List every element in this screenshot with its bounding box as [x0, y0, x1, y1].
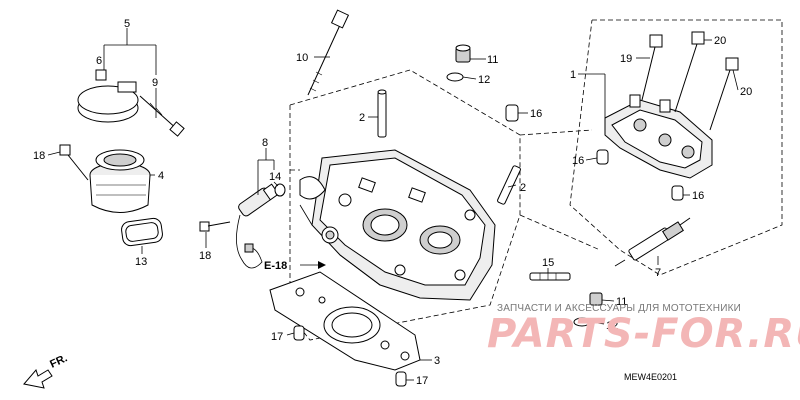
- callout-6: 6: [96, 55, 102, 67]
- cylinder-head-gasket: [269, 271, 421, 371]
- cylinder-head: [299, 149, 496, 301]
- callout-13: 13: [135, 256, 147, 268]
- collar-upper: [505, 104, 519, 122]
- gasket-dowel-upper: [293, 325, 305, 341]
- callout-9: 9: [152, 77, 158, 89]
- callout-10: 10: [296, 52, 308, 64]
- leader-dash-2: [519, 214, 601, 251]
- clamp-screw: [139, 95, 185, 137]
- callout-19: 19: [620, 53, 632, 65]
- callout-16-upper: 16: [530, 108, 542, 120]
- callout-16-left: 16: [572, 155, 584, 167]
- rocker-bolt-short: [641, 34, 663, 101]
- callout-4: 4: [158, 170, 164, 182]
- callout-12-lower: 12: [606, 320, 618, 332]
- reference-arrow: [300, 261, 326, 269]
- clamp-band: [77, 81, 139, 123]
- callout-11-lower: 11: [616, 296, 627, 308]
- callout-12-upper: 12: [478, 74, 490, 86]
- holder-collar-b: [671, 185, 684, 201]
- holder-collar-a: [596, 149, 609, 165]
- rocker-bolt-long-b: [709, 57, 739, 131]
- sensor-bolt: [199, 221, 231, 232]
- watermark-logo: PARTS-FOR.RU: [487, 311, 800, 357]
- stud-bolt: [529, 272, 571, 281]
- insulator-bolt: [59, 144, 89, 181]
- watermark-tagline: ЗАПЧАСТИ И АКСЕССУАРЫ ДЛЯ МОТОТЕХНИКИ: [497, 303, 742, 314]
- rocker-bolt-long-a: [674, 31, 705, 113]
- rocker-assembly-boundary: [569, 19, 783, 276]
- callout-20-upper: 20: [714, 35, 726, 47]
- callout-15: 15: [542, 257, 554, 269]
- callout-20-lower: 20: [740, 86, 752, 98]
- sensor-gasket: [274, 183, 286, 197]
- spark-plug: [614, 217, 691, 267]
- callout-5: 5: [124, 18, 130, 30]
- callout-17-upper: 17: [271, 331, 283, 343]
- o-ring: [121, 217, 163, 247]
- clamp-nut: [95, 69, 107, 81]
- callout-1: 1: [570, 69, 576, 81]
- front-label: FR.: [48, 352, 69, 370]
- leader-lines: [47, 28, 739, 381]
- callout-18-upper: 18: [33, 150, 45, 162]
- cylinder-head-boundary: [289, 69, 521, 341]
- callout-3: 3: [434, 355, 440, 367]
- dowel-pin-upper: [377, 89, 387, 138]
- callout-2-upper: 2: [359, 112, 365, 124]
- callout-7: 7: [655, 267, 661, 279]
- intake-insulator: [89, 149, 151, 213]
- temperature-sensor: [236, 183, 280, 269]
- callout-14: 14: [269, 171, 281, 183]
- diagram-code: MEW4E0201: [624, 372, 678, 382]
- reference-label: E-18: [264, 260, 287, 272]
- callout-2-lower: 2: [520, 182, 526, 194]
- cap-nut-upper: [455, 44, 471, 63]
- rocker-arm-holder: [604, 94, 713, 179]
- gasket-dowel-lower: [395, 371, 407, 387]
- callout-8: 8: [262, 137, 268, 149]
- dowel-pin-lower: [497, 165, 521, 205]
- callout-16-right: 16: [692, 190, 704, 202]
- leader-dash-1: [519, 129, 593, 136]
- cylinder-head-long-bolt: [307, 9, 350, 96]
- callout-17-lower: 17: [416, 375, 428, 387]
- cap-nut-lower: [589, 292, 603, 306]
- callout-11-upper: 11: [487, 54, 498, 66]
- callout-18-lower: 18: [199, 250, 211, 262]
- front-arrow: [23, 369, 53, 389]
- sealing-washer-upper: [446, 72, 464, 82]
